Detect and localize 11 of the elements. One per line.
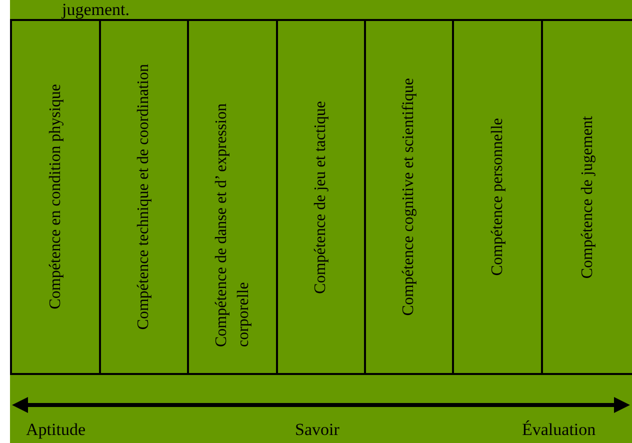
text-fragment: jugement. xyxy=(62,0,130,19)
column-label: Compétence de jeu et tactique xyxy=(311,100,330,294)
column-label: Compétence de jugement xyxy=(578,116,596,278)
column-label: Compétence cognitive et scientifique xyxy=(399,78,418,316)
column-label: Compétence technique et de coordination xyxy=(134,64,153,330)
scale-label: Savoir xyxy=(295,420,340,440)
scale-label: Aptitude xyxy=(26,420,86,440)
scale-label: Évaluation xyxy=(522,420,596,440)
column-label: Compétence en condition physique xyxy=(46,84,64,310)
column-label: Compétence personnelle xyxy=(488,118,506,276)
column-label: Compétence de danse et d’ expression corporelle xyxy=(212,102,252,347)
